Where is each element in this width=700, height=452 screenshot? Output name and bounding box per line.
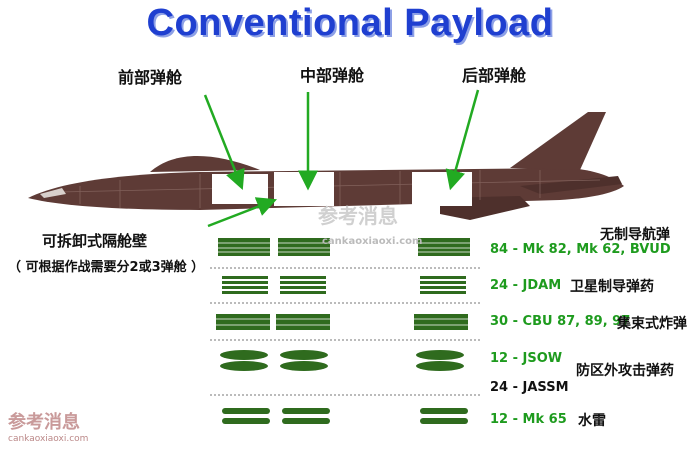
front-bay-arrow xyxy=(203,94,245,190)
payload-cn-label-2: 卫星制导弹药 xyxy=(570,279,654,295)
payload-cn-label-1: 无制导航弹 xyxy=(600,227,670,243)
watermark-center-logo: 参考消息 xyxy=(318,204,398,228)
payload-count-label-3: 30 - CBU 87, 89, 97 xyxy=(490,314,631,329)
rear-bay-label: 后部弹舱 xyxy=(462,66,527,85)
aircraft-silhouette xyxy=(28,112,624,220)
rear-bay-arrow xyxy=(445,89,480,191)
payload-cn-label-6: 水雷 xyxy=(578,413,606,429)
munitions-row-jsow xyxy=(220,350,464,371)
munitions-row-cbu xyxy=(216,314,468,330)
payload-count-label-2: 24 - JDAM xyxy=(490,278,562,293)
munitions-row-mk82 xyxy=(218,238,470,256)
munitions-row-jdam xyxy=(222,276,466,294)
middle-bay-label: 中部弹舱 xyxy=(300,66,365,85)
bulkhead-label: 可拆卸式隔舱壁 xyxy=(42,232,148,250)
payload-cn-label-3: 集束式炸弹 xyxy=(617,316,687,332)
diagram-title: Conventional Payload xyxy=(146,2,554,44)
front-bay-label: 前部弹舱 xyxy=(118,68,183,87)
munition-grid xyxy=(210,238,480,424)
payload-count-label-6: 12 - Mk 65 xyxy=(490,412,567,427)
bulkhead-arrow xyxy=(207,197,277,228)
payload-count-label-5: 24 - JASSM xyxy=(490,380,569,395)
watermark-url: cankaoxiaoxi.com xyxy=(8,434,89,444)
payload-count-label-4: 12 - JSOW xyxy=(490,351,563,366)
front-bay-opening xyxy=(212,174,268,204)
payload-count-label-1: 84 - Mk 82, Mk 62, BVUD xyxy=(490,242,671,257)
munitions-row-mk65 xyxy=(222,408,468,424)
watermark-center-url: cankaoxiaoxi.com xyxy=(322,236,423,247)
rear-bay-opening xyxy=(412,172,472,206)
watermark-logo: 参考消息 xyxy=(8,412,80,433)
bulkhead-note: （ 可根据作战需要分2或3弹舱 ） xyxy=(8,260,205,275)
payload-cn-label-4: 防区外攻击弹药 xyxy=(576,363,674,379)
